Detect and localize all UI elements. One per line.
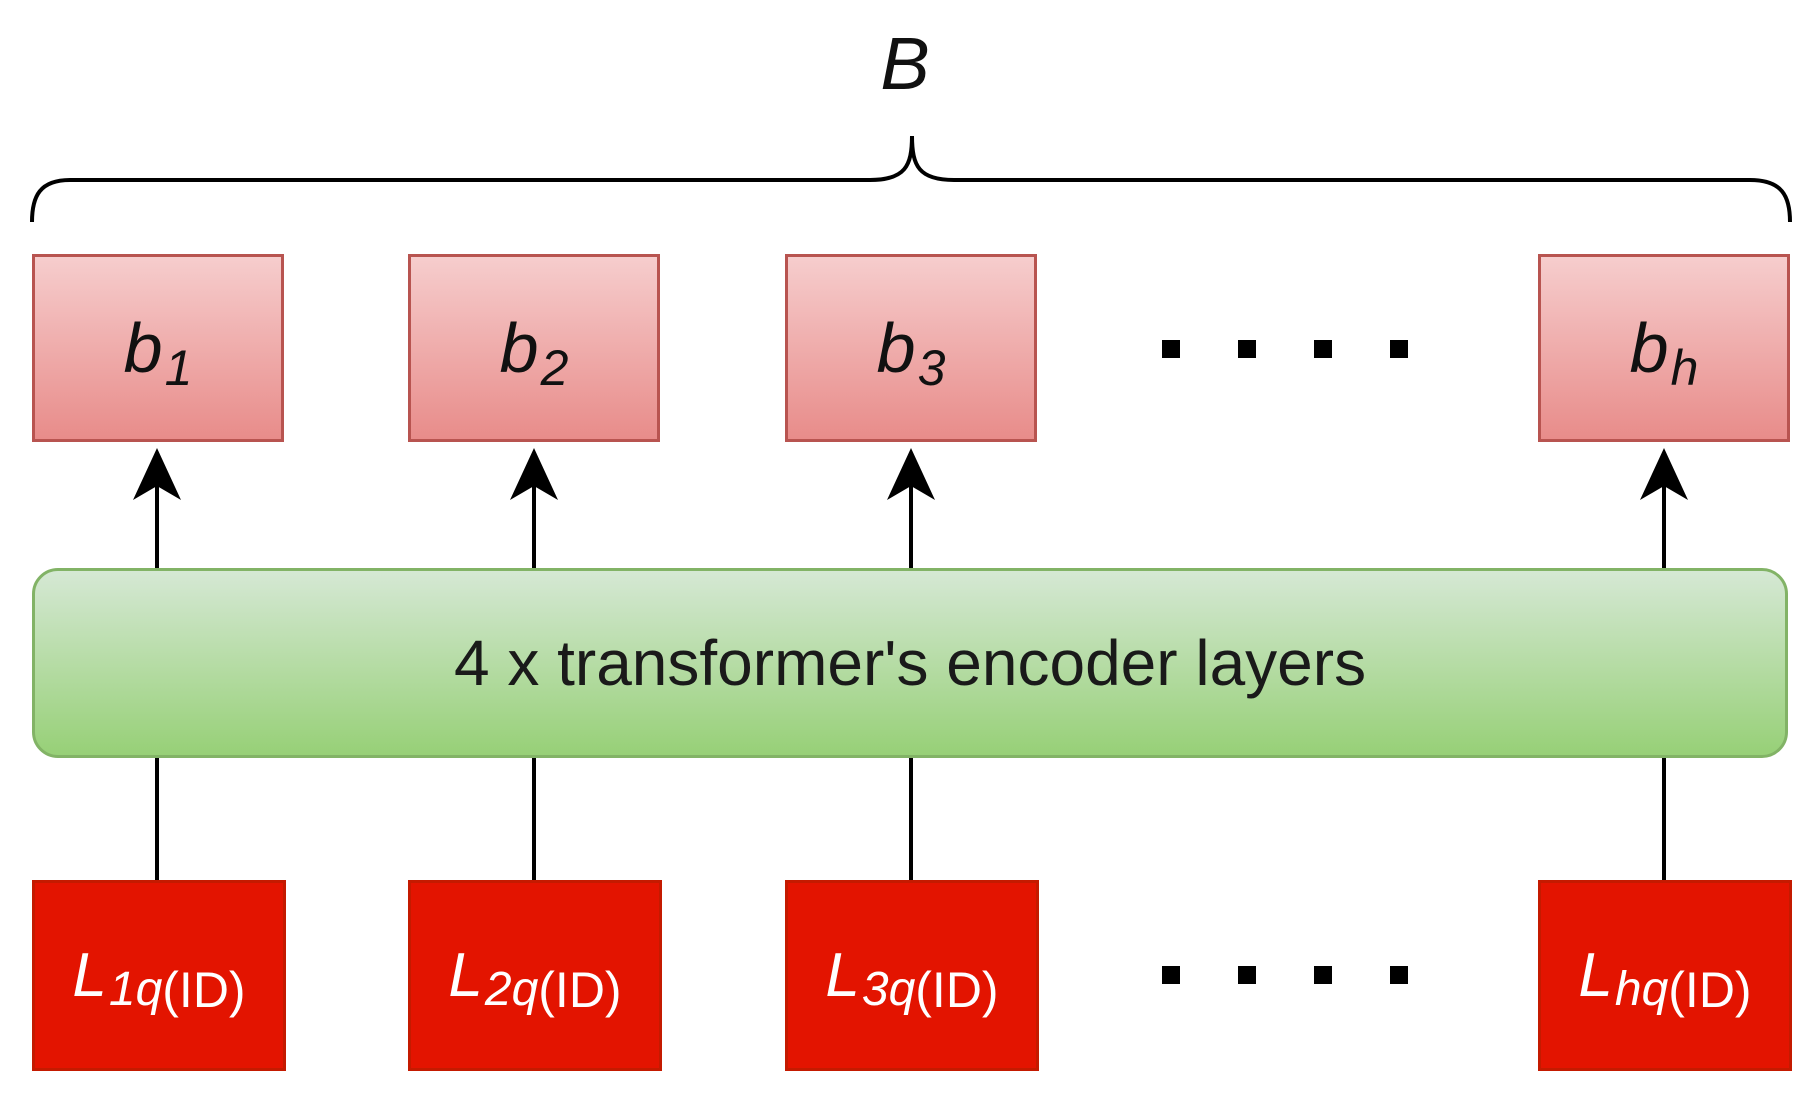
input-subscript: 2q bbox=[484, 963, 539, 1016]
output-subscript: h bbox=[1670, 340, 1699, 396]
output-subscript: 3 bbox=[917, 340, 946, 396]
arrow-encoder-to-b1 bbox=[133, 448, 181, 568]
input-subscript: hq bbox=[1614, 963, 1669, 1016]
input-subscript: 3q bbox=[861, 963, 916, 1016]
input-suffix: (ID) bbox=[162, 961, 246, 1018]
input-subscript: 1q bbox=[108, 963, 163, 1016]
output-base: b bbox=[1629, 309, 1669, 387]
top-ellipsis-dots bbox=[1162, 340, 1408, 358]
brace-label: B bbox=[880, 22, 930, 105]
arrow-encoder-to-b2 bbox=[510, 448, 558, 568]
output-subscript: 1 bbox=[164, 340, 193, 396]
input-base: L bbox=[825, 941, 860, 1010]
top-curly-brace bbox=[30, 135, 1792, 223]
bottom-ellipsis-dots bbox=[1162, 966, 1408, 984]
encoder-block: 4 x transformer's encoder layers bbox=[32, 568, 1788, 758]
output-base: b bbox=[123, 309, 163, 387]
output-subscript: 2 bbox=[540, 340, 569, 396]
input-suffix: (ID) bbox=[538, 961, 622, 1018]
input-suffix: (ID) bbox=[915, 961, 999, 1018]
output-base: b bbox=[499, 309, 539, 387]
encoder-label: 4 x transformer's encoder layers bbox=[453, 627, 1367, 699]
arrow-encoder-to-b3 bbox=[887, 448, 935, 568]
input-base: L bbox=[1578, 941, 1613, 1010]
input-base: L bbox=[448, 941, 483, 1010]
input-base: L bbox=[72, 941, 107, 1010]
input-suffix: (ID) bbox=[1668, 961, 1752, 1018]
arrow-encoder-to-bh bbox=[1640, 448, 1688, 568]
output-base: b bbox=[876, 309, 916, 387]
